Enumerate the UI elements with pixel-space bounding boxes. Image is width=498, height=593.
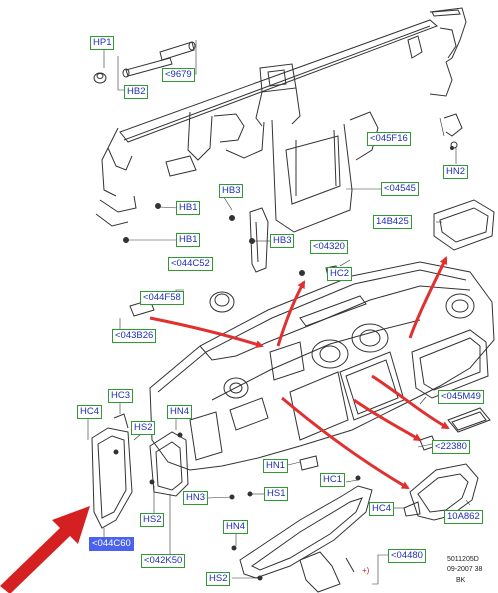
label-04480: <04480	[388, 549, 426, 563]
label-9679: <9679	[162, 68, 195, 82]
label-043b26: <043B26	[112, 329, 157, 343]
label-hb2: HB2	[124, 85, 149, 99]
small-dash-parts	[299, 265, 491, 471]
footer-date: 09-2007 38	[447, 566, 483, 573]
label-hb3-lower: HB3	[270, 234, 295, 248]
label-044c60-highlighted: <044C60	[89, 537, 134, 551]
label-hs2-upper: HS2	[131, 421, 156, 435]
label-045f16: <045F16	[367, 132, 411, 146]
label-14b425: 14B425	[373, 215, 412, 229]
label-hn3: HN3	[183, 491, 209, 505]
label-hn4-upper: HN4	[167, 405, 193, 419]
vent-14b425	[433, 199, 495, 251]
label-10a862: 10A862	[444, 510, 483, 524]
label-hc4-left: HC4	[77, 405, 103, 419]
footer-initials: BK	[456, 577, 466, 584]
label-hb1-lower: HB1	[176, 233, 201, 247]
red-indicator-arrows	[149, 256, 450, 490]
label-hn4-lower: HN4	[223, 520, 249, 534]
glove-box-04480	[239, 485, 373, 593]
label-hc3: HC3	[108, 389, 134, 403]
label-hb1-upper: HB1	[176, 201, 201, 215]
label-042k50: <042K50	[141, 554, 186, 568]
label-hc2: HC2	[327, 267, 353, 281]
label-hp1: HP1	[90, 36, 115, 50]
side-panel-044c60	[91, 413, 133, 529]
label-hb3-upper: HB3	[219, 184, 244, 198]
label-044f58: <044F58	[140, 291, 184, 305]
leader-lines	[87, 40, 471, 585]
instrument-panel	[149, 261, 495, 471]
label-22380: <22380	[432, 440, 470, 454]
bracket-044c52	[249, 207, 269, 273]
label-hn2: HN2	[443, 165, 469, 179]
right-bracket-045f16	[443, 113, 463, 149]
label-04545: <04545	[381, 182, 419, 196]
label-hs2-middle: HS2	[140, 513, 165, 527]
plus-marker: +)	[362, 566, 370, 575]
label-04320: <04320	[310, 240, 348, 254]
trim-10a862	[403, 463, 479, 521]
lower-panel-042k50	[149, 431, 189, 497]
screws	[113, 146, 454, 581]
label-045m49: <045M49	[438, 390, 484, 404]
label-hs2-lower: HS2	[206, 572, 231, 586]
label-hs1: HS1	[264, 487, 289, 501]
label-hc1: HC1	[320, 473, 346, 487]
big-red-arrow	[0, 506, 90, 593]
cross-car-beam	[95, 7, 467, 233]
label-hc4-right: HC4	[369, 502, 395, 516]
label-hn1: HN1	[263, 459, 289, 473]
footer-code: 5011205D	[447, 556, 479, 563]
label-044c52: <044C52	[168, 257, 213, 271]
bolt-and-nut-parts	[93, 41, 196, 84]
